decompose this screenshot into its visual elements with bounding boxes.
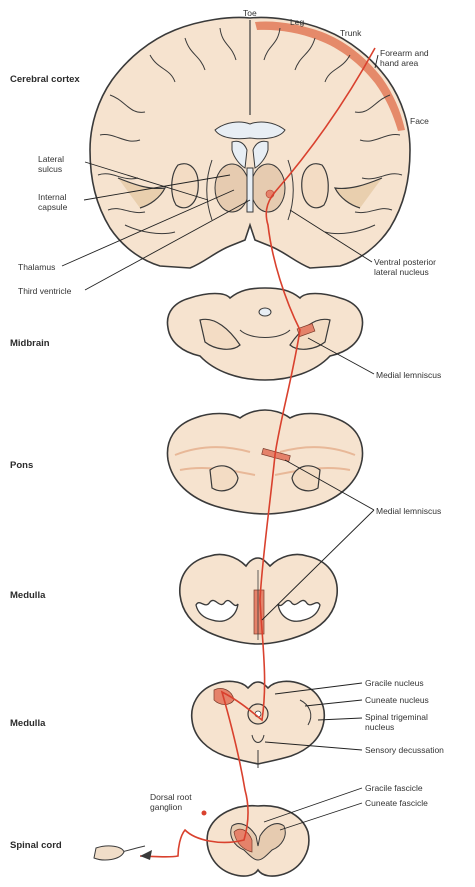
midbrain-section	[167, 288, 362, 380]
section-label-spinal-cord: Spinal cord	[10, 840, 62, 851]
label-vpl-line1: Ventral posterior	[374, 257, 436, 267]
label-third-ventricle: Third ventricle	[18, 286, 72, 296]
label-thalamus: Thalamus	[18, 262, 55, 272]
label-lateral-sulcus-line1: Lateral	[38, 154, 64, 164]
label-toe: Toe	[243, 8, 257, 18]
label-vpl-line2: lateral nucleus	[374, 267, 429, 277]
label-medial-lemniscus-2: Medial lemniscus	[376, 506, 441, 516]
label-internal-capsule-line1: Internal	[38, 192, 66, 202]
label-internal-capsule-line2: capsule	[38, 202, 68, 212]
spinal-cord-section	[94, 806, 309, 876]
section-label-medulla-upper: Medulla	[10, 590, 46, 601]
section-label-cerebral-cortex: Cerebral cortex	[10, 74, 80, 85]
label-gracile-nucleus: Gracile nucleus	[365, 678, 424, 688]
label-cuneate-nucleus: Cuneate nucleus	[365, 695, 429, 705]
label-gracile-fascicle: Gracile fascicle	[365, 783, 423, 793]
label-forearm-line2: hand area	[380, 58, 419, 68]
label-cuneate-fascicle: Cuneate fascicle	[365, 798, 428, 808]
label-lateral-sulcus-line2: sulcus	[38, 164, 62, 174]
section-label-pons: Pons	[10, 460, 33, 471]
label-forearm-line1: Forearm and	[380, 48, 429, 58]
label-trunk: Trunk	[340, 28, 362, 38]
lower-medulla-section	[192, 681, 325, 768]
cerebral-cortex-section	[90, 18, 410, 269]
label-face: Face	[410, 116, 429, 126]
label-spinal-trigeminal-line2: nucleus	[365, 722, 394, 732]
section-label-medulla-lower: Medulla	[10, 718, 46, 729]
section-label-midbrain: Midbrain	[10, 338, 50, 349]
label-sensory-decussation: Sensory decussation	[365, 745, 444, 755]
label-spinal-trigeminal-line1: Spinal trigeminal	[365, 712, 428, 722]
pons-section	[167, 410, 362, 514]
label-leg: Leg	[290, 17, 304, 27]
label-medial-lemniscus-1: Medial lemniscus	[376, 370, 441, 380]
label-dorsal-root-line1: Dorsal root	[150, 792, 192, 802]
upper-medulla-section	[180, 554, 337, 644]
label-dorsal-root-line2: ganglion	[150, 802, 182, 812]
